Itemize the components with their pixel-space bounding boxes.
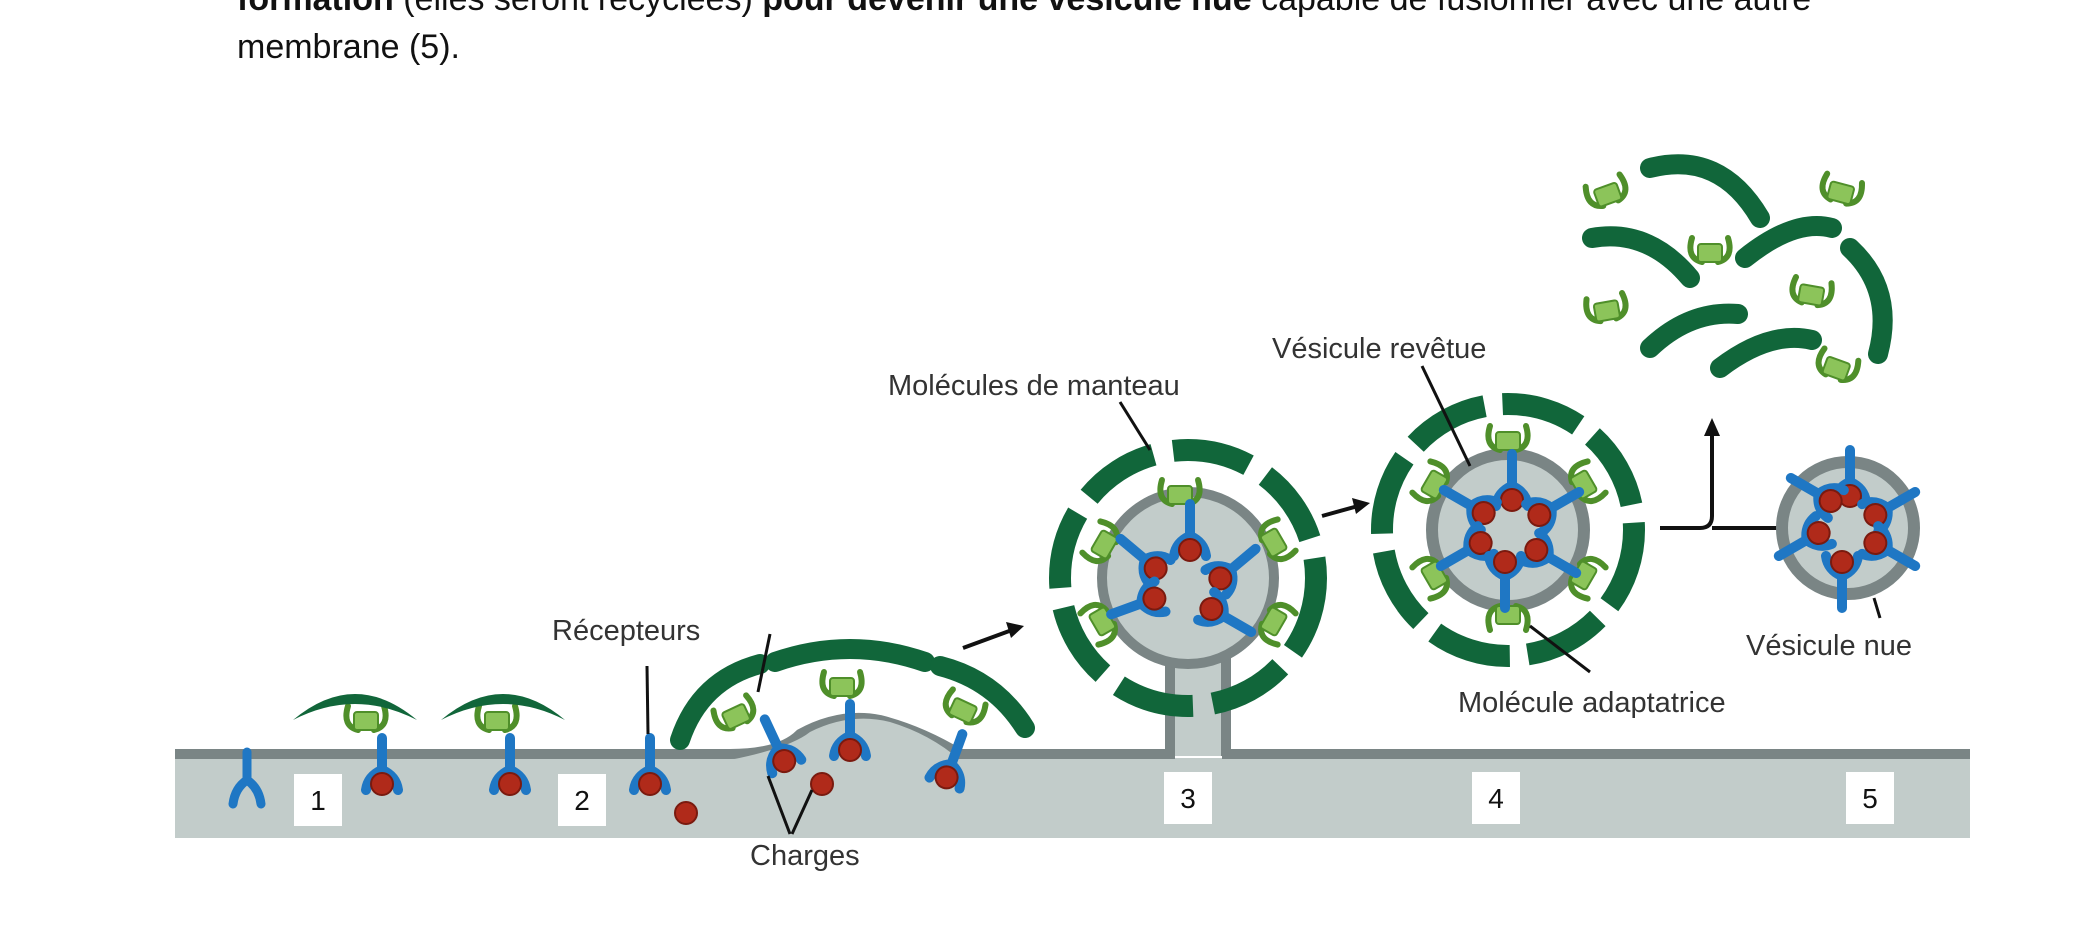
paragraph-line-1: formation (elles seront recyclées) pour …	[237, 0, 1811, 19]
step-3-coated-bud	[1049, 439, 1327, 717]
step-5-naked-vesicle	[1771, 450, 1923, 608]
text-bold-formation: formation	[237, 0, 394, 18]
label-molecule-adaptatrice: Molécule adaptatrice	[1458, 687, 1726, 719]
svg-text:3: 3	[1180, 783, 1196, 814]
label-molecules-de-manteau: Molécules de manteau	[888, 370, 1180, 402]
arrow-2-to-3	[962, 628, 1013, 650]
arrow-3-to-4	[1321, 504, 1359, 518]
svg-text:1: 1	[310, 785, 326, 816]
released-coat-molecules	[1584, 154, 1893, 384]
label-recepteurs: Récepteurs	[552, 615, 700, 647]
step-number-5: 5	[1846, 772, 1894, 824]
text-bold-vesicule-nue: pour devenir une vésicule nue	[762, 0, 1251, 18]
text-fusionner: capable de fusionner avec une autre	[1252, 0, 1811, 18]
step-number-1: 1	[294, 774, 342, 826]
step-2-group	[634, 639, 1035, 825]
step-number-2: 2	[558, 774, 606, 826]
step-number-3: 3	[1164, 772, 1212, 824]
label-charges: Charges	[750, 840, 860, 872]
arrow-4-to-5	[1660, 430, 1790, 530]
svg-text:5: 5	[1862, 783, 1878, 814]
label-vesicule-revetue: Vésicule revêtue	[1272, 333, 1486, 365]
membrane	[175, 635, 1970, 838]
label-vesicule-nue: Vésicule nue	[1746, 630, 1912, 662]
paragraph-line-2: membrane (5).	[237, 28, 460, 66]
text-recyclees: (elles seront recyclées)	[394, 0, 762, 18]
step-number-4: 4	[1472, 772, 1520, 824]
svg-text:4: 4	[1488, 783, 1504, 814]
svg-text:2: 2	[574, 785, 590, 816]
step-4-coated-vesicle	[1371, 393, 1645, 667]
